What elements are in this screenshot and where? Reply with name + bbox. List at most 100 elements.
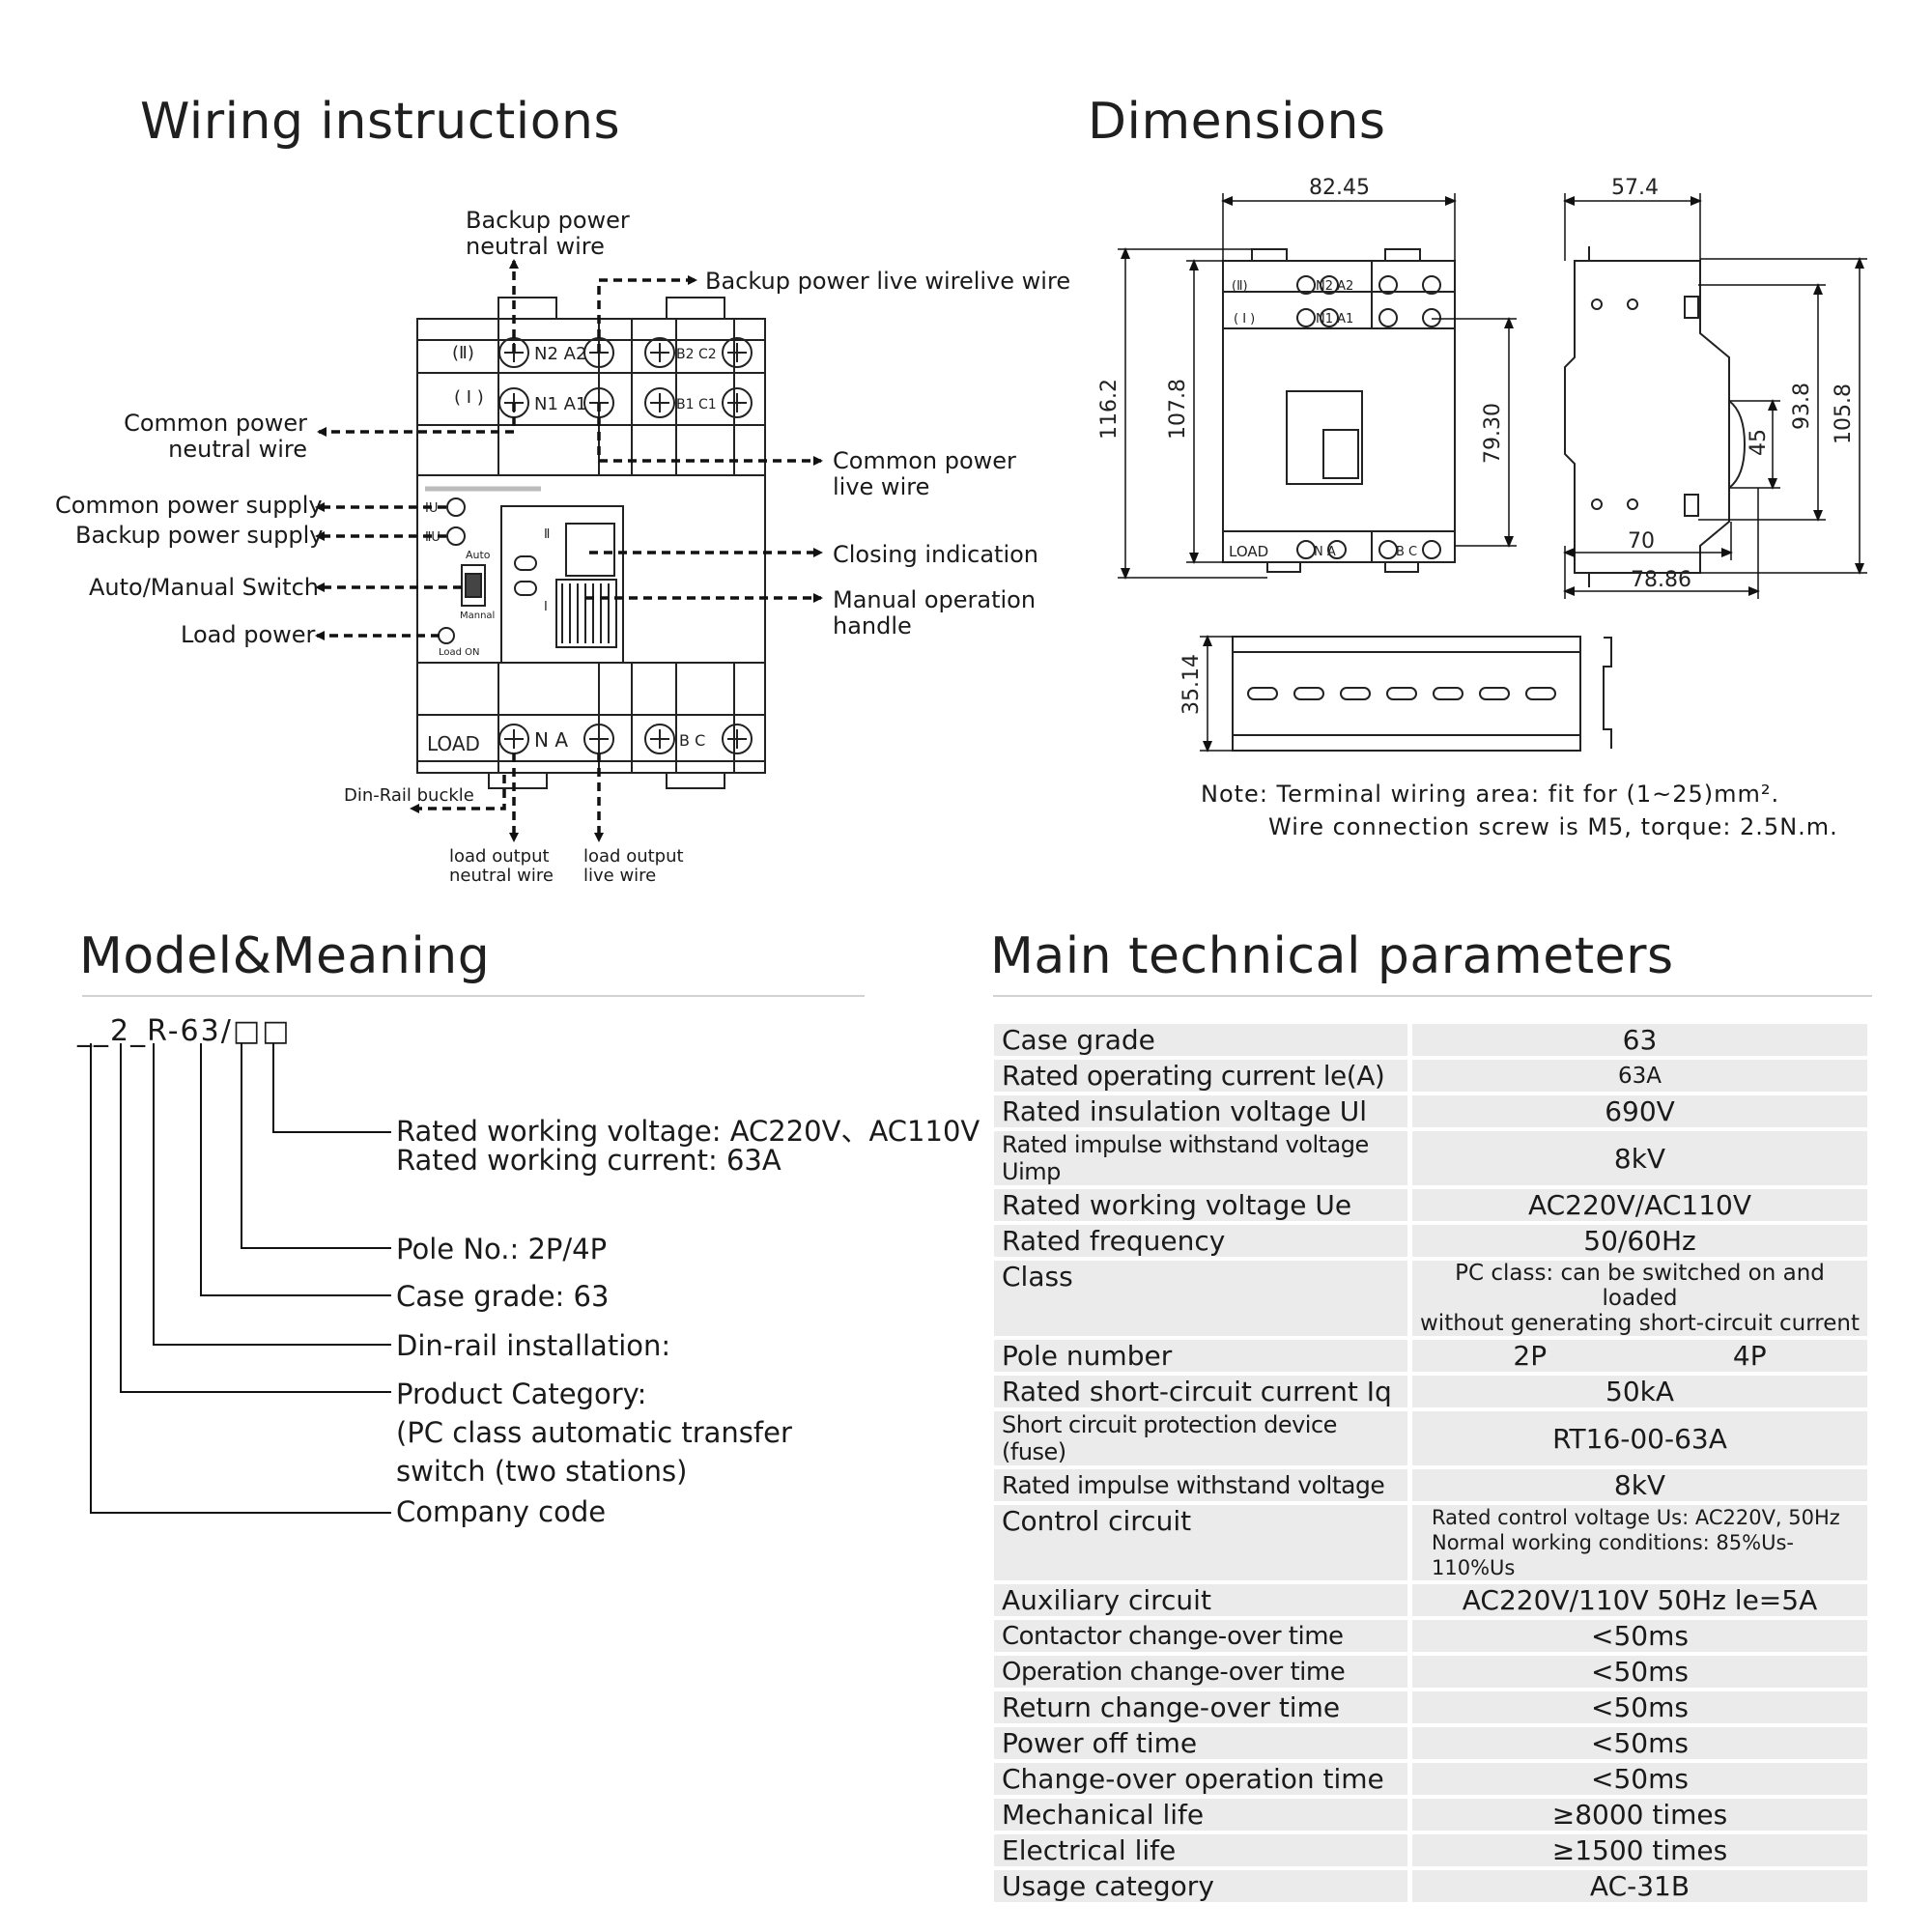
param-value: ≥8000 times bbox=[1407, 1799, 1867, 1831]
label-load-power: Load power bbox=[181, 621, 316, 648]
wiring-diagram: (Ⅱ) ( I ) N2 A2 B2 C2 N1 A1 B1 C1 LOAD N… bbox=[315, 259, 823, 842]
param-name: Control circuit bbox=[994, 1505, 1407, 1580]
param-value: AC220V/110V 50Hz le=5A bbox=[1407, 1584, 1867, 1616]
param-value: 690V bbox=[1407, 1095, 1867, 1127]
manual-handle bbox=[555, 579, 617, 648]
table-row: Electrical life≥1500 times bbox=[994, 1834, 1867, 1866]
label-auto-manual: Auto/Manual Switch bbox=[89, 574, 319, 601]
param-name: Short circuit protection device (fuse) bbox=[994, 1411, 1407, 1465]
param-value: <50ms bbox=[1407, 1656, 1867, 1688]
param-value: <50ms bbox=[1407, 1691, 1867, 1723]
table-row: Control circuit Rated control voltage Us… bbox=[994, 1505, 1867, 1580]
table-row: Rated operating current le(A)63A bbox=[994, 1060, 1867, 1092]
device-ii-label: Ⅱ bbox=[544, 527, 550, 542]
param-name: Auxiliary circuit bbox=[994, 1584, 1407, 1616]
dim-side-width: 57.4 bbox=[1611, 176, 1659, 200]
dim-front-width: 82.45 bbox=[1309, 176, 1370, 200]
svg-text:LOAD: LOAD bbox=[1229, 543, 1268, 560]
device-i-label: Ⅰ bbox=[544, 600, 548, 614]
model-din: Din-rail installation: bbox=[396, 1329, 671, 1362]
label-din-buckle: Din-Rail buckle bbox=[344, 785, 474, 806]
device-n2a2-label: N2 A2 bbox=[534, 344, 586, 364]
model-case: Case grade: 63 bbox=[396, 1280, 610, 1313]
param-name: Rated operating current le(A) bbox=[994, 1060, 1407, 1092]
model-title: Model&Meaning bbox=[79, 927, 491, 985]
dim-s3: 105.8 bbox=[1832, 384, 1856, 444]
device-b2c2-label: B2 C2 bbox=[676, 347, 717, 362]
dim-s1: 45 bbox=[1747, 429, 1771, 456]
model-voltage-current: Rated working voltage: AC220V、AC110V Rat… bbox=[396, 1115, 980, 1177]
model-category: Product Category: (PC class automatic tr… bbox=[396, 1378, 792, 1488]
model-tree bbox=[90, 1043, 391, 1514]
table-row: Mechanical life≥8000 times bbox=[994, 1799, 1867, 1831]
wiring-title: Wiring instructions bbox=[140, 93, 621, 151]
param-value: 63 bbox=[1407, 1024, 1867, 1056]
dim-d1: 70 bbox=[1628, 529, 1655, 554]
dimensions-note-2: Wire connection screw is M5, torque: 2.5… bbox=[1268, 813, 1838, 840]
param-value: <50ms bbox=[1407, 1763, 1867, 1795]
svg-text:N A: N A bbox=[1314, 545, 1336, 559]
params-rule bbox=[993, 995, 1872, 997]
param-value: AC-31B bbox=[1407, 1870, 1867, 1902]
label-common-supply: Common power supply bbox=[55, 492, 323, 519]
device-na-label: N A bbox=[534, 728, 568, 752]
param-value: ≥1500 times bbox=[1407, 1834, 1867, 1866]
svg-text:(Ⅱ): (Ⅱ) bbox=[1232, 279, 1248, 294]
model-rule bbox=[82, 995, 865, 997]
dim-rail: 35.14 bbox=[1179, 654, 1204, 715]
table-row: Contactor change-over time<50ms bbox=[994, 1620, 1867, 1652]
svg-text:N1 A1: N1 A1 bbox=[1316, 312, 1353, 327]
device-body bbox=[416, 318, 766, 774]
table-row: Class PC class: can be switched on and l… bbox=[994, 1261, 1867, 1336]
param-name: Case grade bbox=[994, 1024, 1407, 1056]
device-b1c1-label: B1 C1 bbox=[676, 397, 717, 412]
model-pole: Pole No.: 2P/4P bbox=[396, 1233, 608, 1265]
dim-h1: 116.2 bbox=[1097, 379, 1122, 440]
device-loadon-label: Load ON bbox=[439, 647, 480, 658]
device-iiu-label: ⅡU bbox=[425, 530, 440, 545]
device-row1-label: ( I ) bbox=[454, 387, 484, 408]
param-name: Contactor change-over time bbox=[994, 1620, 1407, 1652]
device-load-label: LOAD bbox=[427, 732, 480, 755]
label-closing-indication: Closing indication bbox=[833, 541, 1039, 568]
device-n1a1-label: N1 A1 bbox=[534, 394, 586, 414]
param-value: <50ms bbox=[1407, 1620, 1867, 1652]
device-manual-label: Mannal bbox=[460, 611, 495, 621]
param-value: 8kV bbox=[1407, 1469, 1867, 1501]
table-row: Change-over operation time<50ms bbox=[994, 1763, 1867, 1795]
auto-manual-switch bbox=[461, 564, 486, 607]
device-bc-label: B C bbox=[679, 731, 705, 750]
param-value: 50kA bbox=[1407, 1376, 1867, 1407]
device-auto-label: Auto bbox=[466, 549, 491, 561]
device-row2-label: (Ⅱ) bbox=[452, 343, 474, 363]
table-row: Power off time<50ms bbox=[994, 1727, 1867, 1759]
svg-text:N2 A2: N2 A2 bbox=[1316, 279, 1353, 294]
dim-d2: 78.86 bbox=[1631, 568, 1691, 592]
svg-text:B C: B C bbox=[1396, 545, 1417, 559]
param-name: Power off time bbox=[994, 1727, 1407, 1759]
dim-h2: 107.8 bbox=[1166, 379, 1190, 440]
label-backup-supply: Backup power supply bbox=[75, 522, 324, 549]
param-name: Rated working voltage Ue bbox=[994, 1189, 1407, 1221]
param-name: Pole number bbox=[994, 1340, 1407, 1372]
param-value: 50/60Hz bbox=[1407, 1225, 1867, 1257]
param-name: Rated impulse withstand voltage bbox=[994, 1469, 1407, 1501]
